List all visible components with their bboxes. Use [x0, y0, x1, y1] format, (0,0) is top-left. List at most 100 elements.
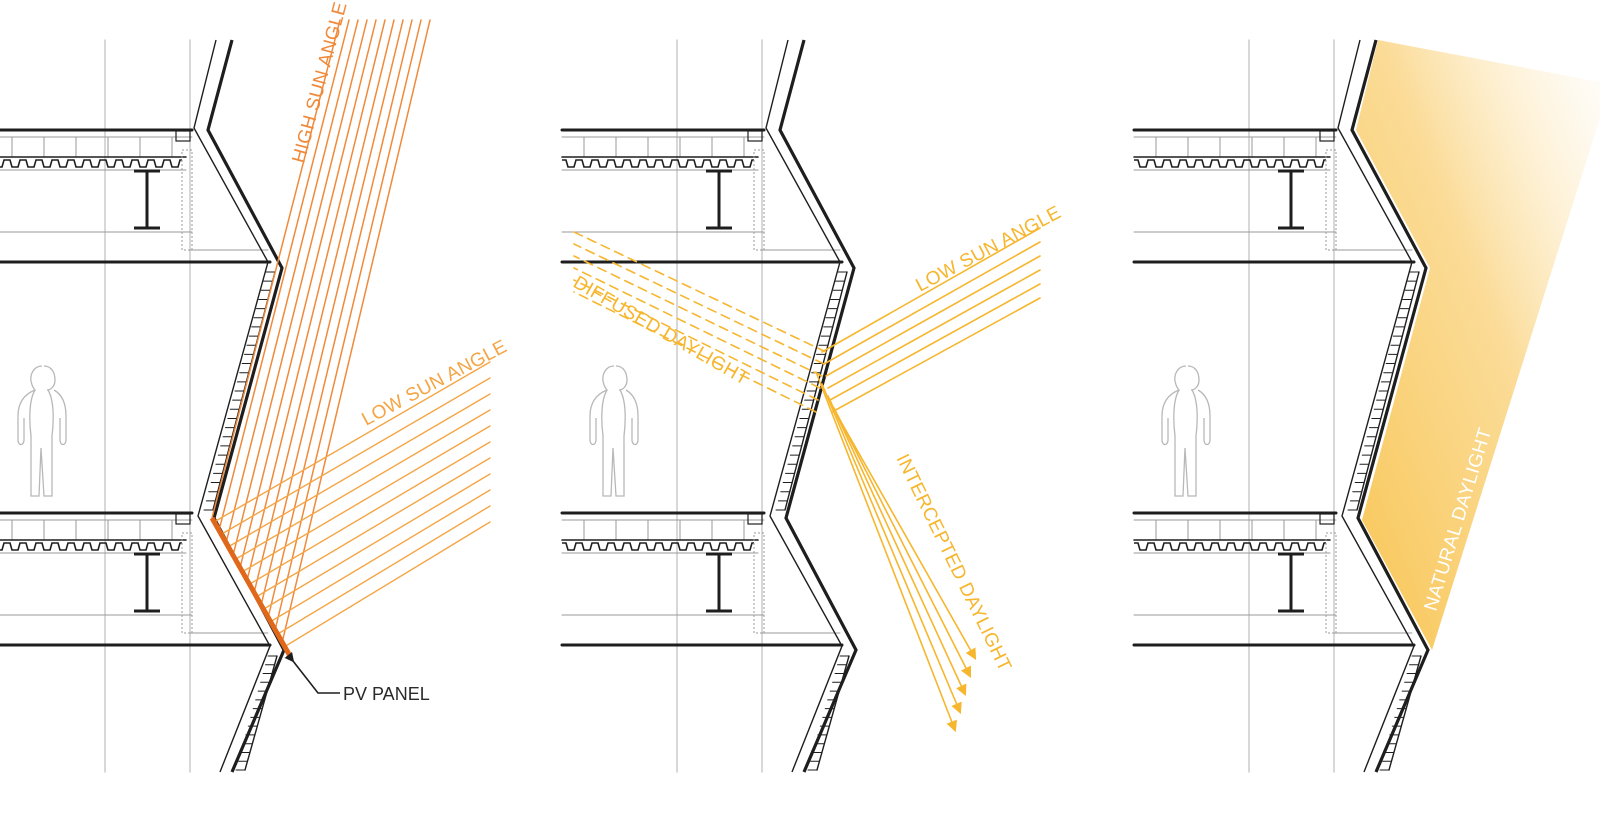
low-sun-angle-label: LOW SUN ANGLE [912, 202, 1064, 296]
steel-beam [1278, 552, 1304, 613]
pv-panel [209, 516, 293, 658]
low-sun-ray [827, 269, 1041, 389]
intercepted-daylight-ray [827, 395, 967, 697]
high-sun-ray [281, 19, 431, 644]
intercepted-daylight-ray [839, 419, 977, 660]
glazing-outer-line [784, 271, 848, 511]
metal-deck [1134, 159, 1326, 168]
high-sun-ray [253, 19, 395, 594]
diffused-daylight-ray [573, 267, 821, 389]
low-sun-ray [248, 441, 491, 586]
section-drawing [560, 39, 858, 773]
floor-assembly [1132, 511, 1416, 647]
human-figure [589, 365, 639, 497]
high-sun-ray [218, 19, 350, 532]
facade-skin [206, 39, 286, 773]
low-sun-ray [255, 457, 491, 598]
low-sun-ray [269, 489, 491, 623]
column-wrap [1325, 532, 1337, 634]
diffused-daylight-ray [573, 279, 819, 401]
diffused-daylight-ray [573, 255, 823, 377]
floor-device [747, 130, 763, 142]
low-sun-ray [241, 425, 491, 573]
low-sun-ray [829, 283, 1041, 401]
intercepted-daylight-ray [815, 371, 957, 733]
facade-structure [1132, 39, 1430, 773]
glazing-outer-line [816, 655, 850, 771]
natural-daylight-glow [1356, 40, 1600, 650]
low-sun-ray [825, 255, 1041, 377]
daylight-section: LOW SUN ANGLE DIFFUSED DAYLIGHT INTERCEP… [560, 39, 1065, 773]
diffused-daylight-ray [573, 243, 825, 365]
human-figure [1161, 365, 1211, 497]
metal-deck [562, 159, 754, 168]
facade-inner-skin [1337, 39, 1415, 773]
floor-device [747, 513, 763, 525]
high-sun-ray [225, 19, 359, 544]
pv-panel-leader [284, 651, 340, 694]
metal-deck [0, 159, 182, 168]
facade-inner-skin [765, 39, 843, 773]
steel-beam [706, 169, 732, 230]
high-sun-ray [246, 19, 386, 582]
column-wrap [753, 149, 765, 251]
high-sun-ray [232, 19, 368, 557]
glazing-outer-line [244, 655, 278, 771]
sun-rays [573, 227, 1041, 733]
floor-assembly [0, 511, 272, 647]
low-sun-ray [821, 227, 1041, 353]
steel-beam [1278, 169, 1304, 230]
metal-deck [0, 542, 182, 551]
floor-assembly [1132, 128, 1416, 264]
column-wrap [1325, 149, 1337, 251]
intercepted-daylight-ray [821, 383, 962, 715]
facade-inner-skin [193, 39, 271, 773]
column-wrap [753, 532, 765, 634]
low-sun-ray [213, 361, 491, 523]
steel-beam [134, 169, 160, 230]
pv-panel-label: PV PANEL [343, 684, 430, 704]
high-sun-ray [239, 19, 377, 569]
human-figure [17, 365, 67, 497]
floor-device [175, 130, 191, 142]
high-sun-ray [260, 19, 404, 607]
low-sun-ray [831, 297, 1041, 413]
low-sun-ray [234, 409, 491, 561]
metal-deck [562, 542, 754, 551]
column-wrap [181, 149, 193, 251]
low-sun-ray [227, 393, 491, 548]
low-sun-ray [276, 505, 491, 636]
sun-rays [211, 19, 491, 648]
floor-device [175, 513, 191, 525]
pv-panel-section: HIGH SUN ANGLE LOW SUN ANGLE PV PANEL [0, 0, 511, 773]
low-sun-ray [220, 377, 491, 536]
floor-device [1319, 130, 1335, 142]
floor-device [1319, 513, 1335, 525]
high-sun-ray [267, 19, 413, 619]
floor-assembly [560, 511, 844, 647]
glazing-outer-line [1356, 271, 1420, 511]
facade-skin [778, 39, 858, 773]
intercepted-daylight-ray [833, 407, 972, 678]
column-wrap [181, 532, 193, 634]
high-sun-ray [211, 19, 341, 519]
diffused-daylight-ray [573, 231, 827, 353]
natural-daylight-section: NATURAL DAYLIGHT [1132, 39, 1600, 773]
facade-skin [1350, 39, 1430, 773]
diffused-daylight-ray [573, 291, 817, 413]
low-sun-ray [283, 521, 491, 648]
low-sun-ray [262, 473, 491, 611]
diffused-daylight-label: DIFFUSED DAYLIGHT [570, 272, 753, 390]
glazing-outer-line [1388, 655, 1422, 771]
steel-beam [134, 552, 160, 613]
low-sun-ray [823, 241, 1041, 365]
low-sun-angle-label: LOW SUN ANGLE [358, 336, 510, 430]
high-sun-ray [274, 19, 422, 632]
facade-structure [560, 39, 858, 773]
steel-beam [706, 552, 732, 613]
metal-deck [1134, 542, 1326, 551]
floor-assembly [560, 128, 844, 264]
floor-assembly [0, 128, 272, 264]
